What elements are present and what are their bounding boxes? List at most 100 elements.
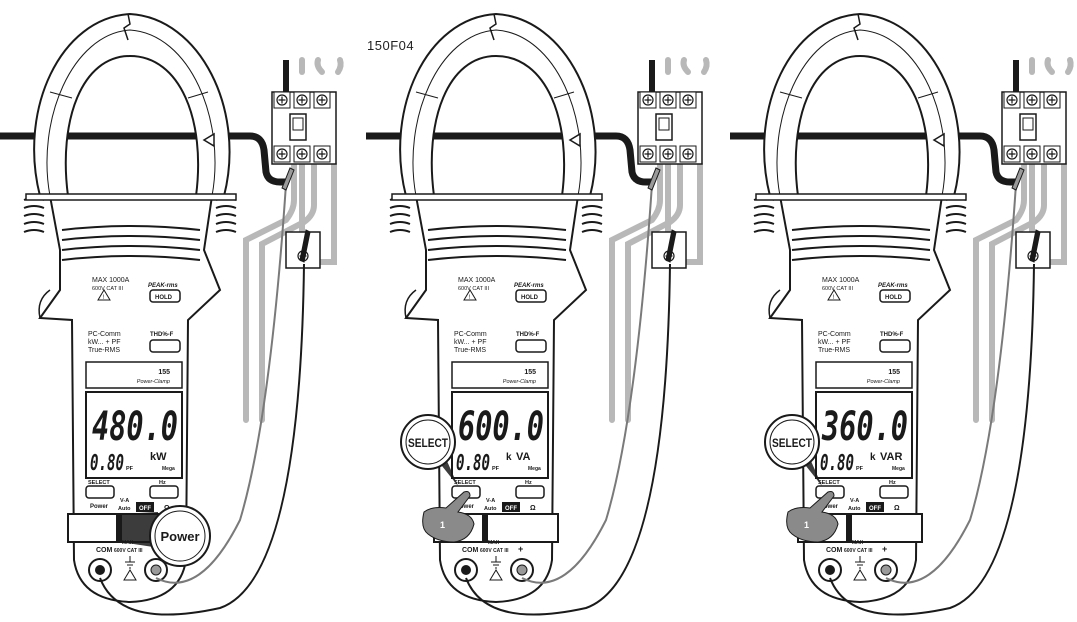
ground-symbol bbox=[125, 556, 135, 569]
terminal-screw-icon bbox=[1023, 145, 1041, 163]
warning-triangle-icon: ! bbox=[827, 289, 841, 301]
breaker-icon bbox=[1001, 91, 1067, 165]
com-lead bbox=[829, 263, 1035, 616]
lcd-unit: VA bbox=[516, 451, 531, 463]
jack-cat-label: 600V CAT III bbox=[844, 548, 873, 554]
breaker-icon bbox=[637, 91, 703, 165]
grip-ridge bbox=[61, 255, 201, 261]
power-position-label: Power bbox=[90, 504, 109, 510]
figure-code: 150F04 bbox=[367, 38, 415, 53]
hold-label: HOLD bbox=[885, 295, 903, 301]
volt-plug bbox=[516, 564, 528, 576]
wire bbox=[989, 161, 1047, 423]
warning-triangle-icon: ! bbox=[463, 289, 477, 301]
jaw-marks bbox=[415, 91, 575, 99]
terminal-screw-icon bbox=[1003, 91, 1021, 109]
feature-label: kW... + PF bbox=[88, 339, 120, 346]
power-position-label: Power bbox=[820, 504, 839, 510]
lcd-pf-value: 0.80 bbox=[90, 451, 124, 476]
cat-label: 600V CAT III bbox=[822, 286, 853, 292]
collar-ring-right bbox=[581, 229, 603, 233]
warning-triangle-icon bbox=[853, 569, 867, 581]
auto-position-label: Auto bbox=[118, 506, 131, 512]
auto-position-label: Auto bbox=[848, 506, 861, 512]
jaw-arrow-right bbox=[568, 132, 581, 148]
peak-label: PEAK-rms bbox=[878, 283, 908, 289]
grip-ridge bbox=[61, 225, 201, 231]
feature-label: kW... + PF bbox=[818, 339, 850, 346]
lcd-prefix: k bbox=[506, 452, 512, 463]
grip-ridge bbox=[791, 225, 931, 231]
screw-slot bbox=[318, 96, 326, 104]
conductor-cable bbox=[730, 132, 1016, 186]
collar-ring-left bbox=[389, 229, 411, 233]
cat-label: 600V CAT III bbox=[458, 286, 489, 292]
model-label: 155 bbox=[524, 369, 536, 376]
va-position-label: V-A bbox=[486, 498, 495, 504]
com-probe-tip bbox=[1029, 229, 1041, 263]
screw-slot bbox=[664, 150, 672, 158]
collar-ring-right bbox=[945, 213, 967, 217]
screw-slot bbox=[1008, 150, 1016, 158]
brand-label: Power-Clamp bbox=[503, 379, 536, 385]
com-probe-tip bbox=[665, 229, 677, 263]
feature-label: PC-Comm bbox=[454, 331, 487, 338]
callout: Power bbox=[120, 505, 211, 567]
warning-mark: ! bbox=[833, 295, 835, 301]
step-number: 1 bbox=[440, 520, 445, 530]
thd-label: THD%-F bbox=[516, 332, 540, 338]
screw-slot bbox=[1048, 150, 1056, 158]
com-plug bbox=[95, 565, 105, 575]
volt-lead bbox=[885, 183, 1017, 584]
conductor-cable bbox=[0, 132, 286, 186]
jaw-arrow-right bbox=[932, 132, 945, 148]
lcd-range: Mega bbox=[892, 466, 905, 472]
wire bbox=[317, 161, 337, 265]
screw-slot bbox=[644, 150, 652, 158]
jack-cat-label: 600V CAT III bbox=[114, 548, 143, 554]
com-plug bbox=[825, 565, 835, 575]
collar-ring-left bbox=[23, 221, 45, 225]
screw-slot bbox=[1048, 96, 1056, 104]
collar-ring-right bbox=[581, 213, 603, 217]
feature-label: PC-Comm bbox=[88, 331, 121, 338]
collar-ring-left bbox=[23, 213, 45, 217]
lcd-screen bbox=[451, 391, 549, 479]
warning-mark: ! bbox=[103, 295, 105, 301]
model-plate bbox=[451, 361, 549, 389]
model-label: 155 bbox=[888, 369, 900, 376]
feature-label: True-RMS bbox=[454, 347, 486, 354]
terminal-screw-icon bbox=[679, 145, 697, 163]
jaw-marks bbox=[49, 91, 209, 99]
supply-wires bbox=[243, 57, 344, 423]
warning-triangle-icon: ! bbox=[97, 289, 111, 301]
grip-ridge bbox=[791, 255, 931, 261]
lcd-pf-unit: PF bbox=[856, 466, 864, 472]
supply-wires bbox=[973, 57, 1074, 423]
off-position-label: OFF bbox=[505, 506, 517, 512]
jaw-outer bbox=[763, 12, 961, 197]
va-position-label: V-A bbox=[120, 498, 129, 504]
triangle bbox=[489, 569, 503, 581]
wire bbox=[973, 161, 1027, 423]
volt-probe-tip bbox=[1011, 167, 1025, 191]
callout-ring bbox=[769, 419, 815, 465]
max-label: MAX 1000A bbox=[822, 277, 860, 284]
lcd-range: Mega bbox=[528, 466, 541, 472]
switch-pointer bbox=[482, 514, 488, 542]
grip-ridge bbox=[61, 235, 201, 241]
wire bbox=[1044, 57, 1055, 75]
jaw-inner-line bbox=[46, 29, 216, 197]
off-marker bbox=[136, 502, 154, 512]
terminal-screw-icon bbox=[1043, 91, 1061, 109]
screw-slot bbox=[1008, 96, 1016, 104]
warning-mark: ! bbox=[469, 295, 471, 301]
terminal-screw-icon bbox=[273, 91, 291, 109]
collar-ring-left bbox=[753, 229, 775, 233]
max-label: MAX 1000A bbox=[458, 277, 496, 284]
